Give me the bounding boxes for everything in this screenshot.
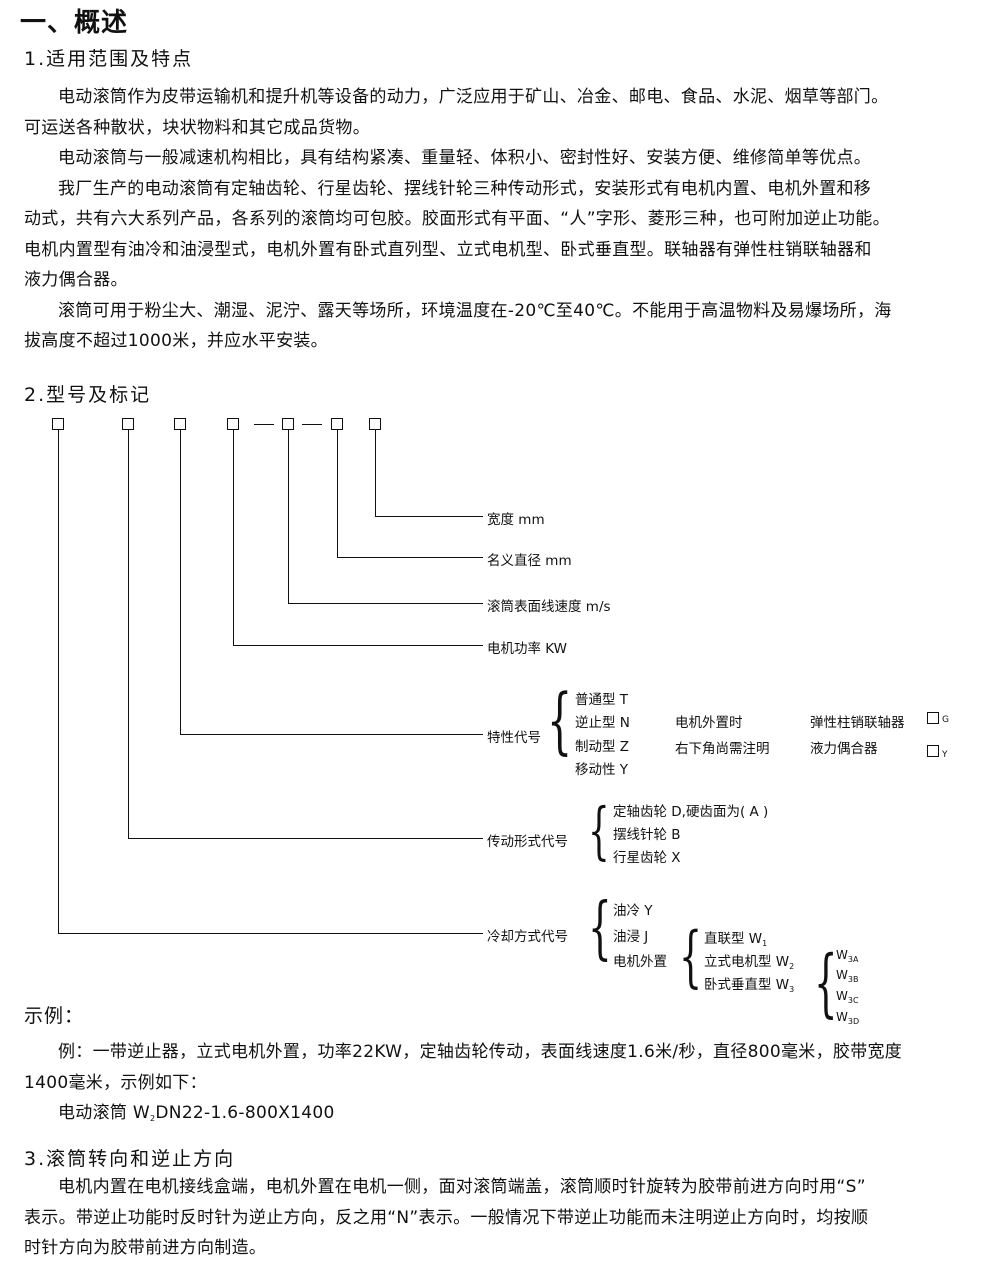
leader-width-h — [375, 516, 483, 518]
leader-cooling-h — [58, 933, 483, 935]
cooling-item-external: 电机外置 — [613, 954, 667, 970]
s1-p2-l1: 电动滚筒与一般减速机构相比，具有结构紧凑、重量轻、体积小、密封性好、安装方便、维… — [58, 148, 872, 168]
label-diameter: 名义直径 mm — [487, 553, 572, 569]
s1-p1-l1: 电动滚筒作为皮带运输机和提升机等设备的动力，广泛应用于矿山、冶金、邮电、食品、水… — [58, 87, 889, 107]
external-item-horizontal: 卧式垂直型 W3 — [704, 977, 795, 994]
coupling-code-g: G — [942, 715, 949, 725]
example-line-1: 例：一带逆止器，立式电机外置，功率22KW，定轴齿轮传动，表面线速度1.6米/秒… — [58, 1042, 903, 1062]
leader-feature-h — [180, 734, 483, 736]
example-model: 电动滚筒 W2DN22-1.6-800X1400 — [58, 1103, 335, 1123]
section-2-heading: 2.型号及标记 — [24, 384, 152, 406]
section-1-text: 电动滚筒作为皮带运输机和提升机等设备的动力，广泛应用于矿山、冶金、邮电、食品、水… — [24, 82, 982, 357]
external-item-vertical: 立式电机型 W2 — [704, 954, 795, 971]
feature-item-brake: 制动型 Z — [575, 739, 630, 755]
code-box-transmission — [122, 418, 134, 430]
code-box-width — [369, 418, 381, 430]
s1-p3-l2: 动式，共有六大系列产品，各系列的滚筒均可包胶。胶面形式有平面、“人”字形、菱形三… — [24, 209, 890, 229]
coupling-elastic: 弹性柱销联轴器 — [810, 715, 905, 731]
feature-item-normal: 普通型 T — [575, 692, 629, 708]
cooling-brace: { — [588, 889, 612, 968]
external-note-2: 右下角尚需注明 — [675, 741, 770, 757]
label-feature: 特性代号 — [487, 730, 541, 746]
w3-item-d: W3D — [836, 1010, 860, 1026]
leader-speed-h — [288, 603, 483, 605]
transmission-item-cycloid: 摆线针轮 B — [613, 827, 681, 843]
s1-p3-l4: 液力偶合器。 — [24, 270, 128, 290]
leader-cooling-v — [58, 430, 60, 933]
transmission-brace: { — [588, 794, 610, 867]
section-3-heading: 3.滚筒转向和逆止方向 — [24, 1148, 236, 1170]
example-line-2: 1400毫米，示例如下： — [24, 1072, 207, 1093]
w3-item-a: W3A — [836, 948, 859, 964]
transmission-item-planetary: 行星齿轮 X — [613, 850, 681, 866]
coupling-fluid: 液力偶合器 — [810, 741, 878, 757]
coupling-box-y — [927, 745, 939, 757]
feature-item-mobile: 移动性 Y — [575, 762, 629, 778]
s3-line-2: 表示。带逆止功能时反时针为逆止方向，反之用“N”表示。一般情况下带逆止功能而未注… — [24, 1207, 869, 1228]
coupling-box-g — [927, 712, 939, 724]
cooling-item-immersion: 油浸 J — [613, 929, 649, 945]
external-brace: { — [679, 918, 703, 995]
code-dash-1 — [254, 424, 274, 426]
w3-brace: { — [814, 940, 838, 1026]
external-note-1: 电机外置时 — [675, 715, 743, 731]
w3-item-b: W3B — [836, 968, 859, 984]
code-box-diameter — [331, 418, 343, 430]
feature-item-backstop: 逆止型 N — [575, 715, 630, 731]
section-1-heading: 1.适用范围及特点 — [24, 48, 194, 70]
external-item-direct: 直联型 W1 — [704, 931, 768, 948]
leader-diameter-h — [337, 557, 483, 559]
leader-speed-v — [288, 430, 290, 603]
section-3-text: 电机内置在电机接线盒端，电机外置在电机一侧，面对滚筒端盖，滚筒顺时针旋转为胶带前… — [24, 1172, 982, 1264]
code-box-feature — [174, 418, 186, 430]
s3-line-1: 电机内置在电机接线盒端，电机外置在电机一侧，面对滚筒端盖，滚筒顺时针旋转为胶带前… — [58, 1177, 866, 1197]
code-box-speed — [282, 418, 294, 430]
s3-line-3: 时针方向为胶带前进方向制造。 — [24, 1238, 267, 1258]
transmission-item-fixed: 定轴齿轮 D,硬齿面为( A ) — [613, 804, 769, 820]
leader-diameter-v — [337, 430, 339, 557]
label-power: 电机功率 KW — [487, 641, 568, 657]
s1-p3-l1: 我厂生产的电动滚筒有定轴齿轮、行星齿轮、摆线针轮三种传动形式，安装形式有电机内置… — [58, 178, 872, 199]
leader-power-h — [233, 645, 483, 647]
leader-power-v — [233, 430, 235, 645]
label-speed: 滚筒表面线速度 m/s — [487, 599, 611, 615]
leader-feature-v — [180, 430, 182, 734]
code-dash-2 — [302, 424, 322, 426]
example-heading: 示例： — [24, 1005, 85, 1027]
page-title: 一、概述 — [20, 8, 129, 38]
example-text: 例：一带逆止器，立式电机外置，功率22KW，定轴齿轮传动，表面线速度1.6米/秒… — [24, 1037, 982, 1135]
label-width: 宽度 mm — [487, 512, 545, 528]
cooling-item-oil: 油冷 Y — [613, 903, 653, 919]
s1-p3-l3: 电机内置型有油冷和油浸型式，电机外置有卧式直列型、立式电机型、卧式垂直型。联轴器… — [24, 239, 872, 260]
coupling-code-y: Y — [942, 750, 948, 760]
s1-p4-l2: 拔高度不超过1000米，并应水平安装。 — [24, 331, 328, 351]
s1-p4-l1: 滚筒可用于粉尘大、潮湿、泥泞、露天等场所，环境温度在-20℃至40℃。不能用于高… — [58, 300, 892, 321]
label-transmission: 传动形式代号 — [487, 834, 568, 850]
leader-transmission-h — [128, 838, 483, 840]
w3-item-c: W3C — [836, 989, 859, 1005]
code-box-cooling — [52, 418, 64, 430]
leader-transmission-v — [128, 430, 130, 838]
feature-brace: { — [547, 678, 573, 762]
code-box-power — [227, 418, 239, 430]
leader-width-v — [375, 430, 377, 516]
label-cooling: 冷却方式代号 — [487, 929, 568, 945]
s1-p1-l2: 可运送各种散状，块状物料和其它成品货物。 — [24, 117, 370, 138]
